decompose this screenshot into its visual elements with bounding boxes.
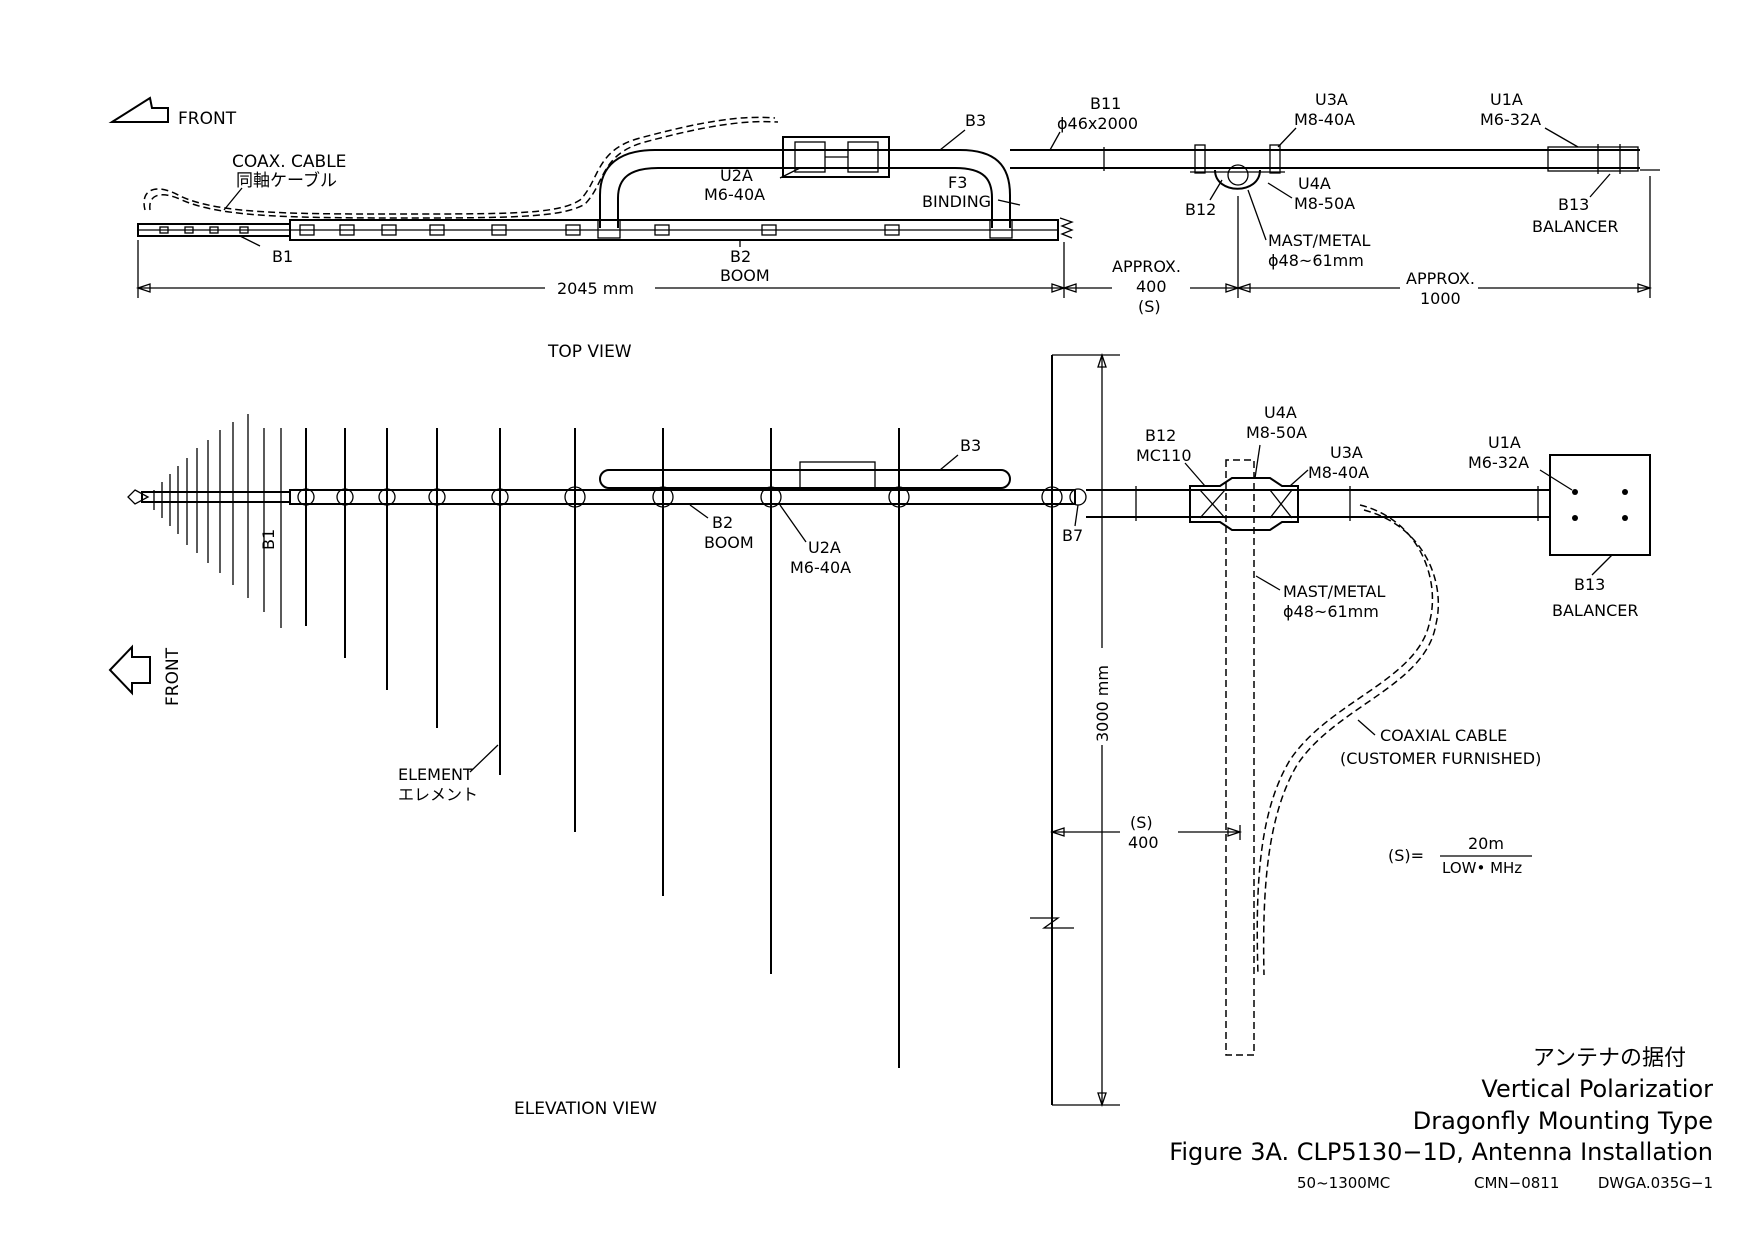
top-mast-spec: ϕ48~61mm bbox=[1268, 251, 1364, 270]
title-freq: 50~1300MC bbox=[1297, 1174, 1390, 1192]
top-binding-label: BINDING bbox=[922, 192, 991, 211]
top-mast-label: MAST/METAL bbox=[1268, 231, 1370, 250]
elev-element-jp-label: エレメント bbox=[398, 785, 478, 804]
title-line-1: Vertical Polarizatior bbox=[1481, 1075, 1713, 1103]
elev-u4a-spec: M8-50A bbox=[1246, 423, 1307, 442]
elev-u1a-label: U1A bbox=[1488, 433, 1521, 452]
top-b1-label: B1 bbox=[272, 247, 293, 266]
elev-balancer-box bbox=[1549, 454, 1651, 556]
top-b13-label: B13 bbox=[1558, 195, 1589, 214]
title-dwg-no: DWGA.035G−1 bbox=[1598, 1174, 1713, 1192]
log-periodic-elements-small bbox=[153, 414, 282, 628]
elev-front-label: FRONT bbox=[163, 647, 183, 706]
top-u1a-spec: M6-32A bbox=[1480, 110, 1541, 129]
top-u2a-label: U2A bbox=[720, 166, 753, 185]
top-dim-1000: 1000 bbox=[1420, 289, 1461, 308]
elev-b3-support bbox=[599, 469, 1011, 489]
formula-denominator: LOW• MHz bbox=[1442, 859, 1522, 877]
top-view: FRONT COAX. CABLE 同軸ケーブル bbox=[108, 90, 1660, 362]
top-b11-label: B11 bbox=[1090, 94, 1121, 113]
front-arrow-icon bbox=[108, 96, 169, 123]
elev-u2a-spec: M6-40A bbox=[790, 558, 851, 577]
top-b12-label: B12 bbox=[1185, 200, 1216, 219]
top-u3a-label: U3A bbox=[1315, 90, 1348, 109]
title-doc-no: CMN−0811 bbox=[1474, 1174, 1559, 1192]
top-balancer-label: BALANCER bbox=[1532, 217, 1619, 236]
top-view-label: TOP VIEW bbox=[547, 342, 632, 362]
elev-mast-label: MAST/METAL bbox=[1283, 582, 1385, 601]
elev-b3-label: B3 bbox=[960, 436, 981, 455]
elev-boom-b1 bbox=[141, 491, 291, 503]
top-f3-label: F3 bbox=[948, 173, 967, 192]
top-u2a-clamp bbox=[782, 136, 890, 178]
elev-boom-b2 bbox=[289, 489, 1076, 505]
log-periodic-elements-long bbox=[305, 355, 1053, 1105]
elev-dim-s: (S) bbox=[1130, 813, 1153, 832]
title-line-2: Dragonfly Mounting Type bbox=[1413, 1107, 1713, 1135]
top-front-label: FRONT bbox=[178, 109, 237, 129]
elev-b12-label: B12 bbox=[1145, 426, 1176, 445]
top-b3-arch bbox=[599, 149, 1011, 228]
elev-mc110-label: MC110 bbox=[1136, 446, 1192, 465]
top-b3-label: B3 bbox=[965, 111, 986, 130]
top-u1a-label: U1A bbox=[1490, 90, 1523, 109]
elev-mast-clamp bbox=[1189, 477, 1299, 531]
title-line-3: Figure 3A. CLP5130−1D, Antenna Installat… bbox=[1169, 1138, 1713, 1166]
elev-b7-label: B7 bbox=[1062, 526, 1083, 545]
elev-b13-label: B13 bbox=[1574, 575, 1605, 594]
elev-front-arrow-icon bbox=[108, 644, 151, 696]
title-block: アンテナの据付 Vertical Polarizatior Dragonfly … bbox=[1169, 1046, 1713, 1192]
elev-element-label: ELEMENT bbox=[398, 765, 473, 784]
elev-mast-spec: ϕ48~61mm bbox=[1283, 602, 1379, 621]
coax-cable-jp-label: 同軸ケーブル bbox=[236, 170, 337, 191]
elev-dim-400: 400 bbox=[1128, 833, 1159, 852]
formula-numerator: 20m bbox=[1468, 834, 1504, 853]
top-dim-approx-400: APPROX. bbox=[1112, 257, 1181, 276]
elev-dim-3000: 3000 mm bbox=[1093, 665, 1112, 742]
top-dim-approx-1000: APPROX. bbox=[1406, 269, 1475, 288]
elev-b1-label: B1 bbox=[259, 529, 278, 550]
elev-u2a-label: U2A bbox=[808, 538, 841, 557]
elev-u3a-spec: M8-40A bbox=[1308, 463, 1369, 482]
top-u4a-label: U4A bbox=[1298, 174, 1331, 193]
coax-cable-label: COAX. CABLE bbox=[232, 152, 346, 172]
top-boom-label: BOOM bbox=[720, 266, 770, 285]
elev-balancer-label: BALANCER bbox=[1552, 601, 1639, 620]
top-b2-label: B2 bbox=[730, 247, 751, 266]
elev-customer-furnished-label: (CUSTOMER FURNISHED) bbox=[1340, 749, 1541, 768]
top-dim-400: 400 bbox=[1136, 277, 1167, 296]
elev-boom-label: BOOM bbox=[704, 533, 754, 552]
top-u3a-spec: M8-40A bbox=[1294, 110, 1355, 129]
elev-u3a-label: U3A bbox=[1330, 443, 1363, 462]
top-dim-s: (S) bbox=[1138, 297, 1161, 316]
elevation-view-label: ELEVATION VIEW bbox=[514, 1099, 657, 1119]
elev-b2-label: B2 bbox=[712, 513, 733, 532]
elevation-view: FRONT bbox=[108, 352, 1651, 1119]
elev-coaxial-cable bbox=[1256, 504, 1434, 976]
top-u2a-spec: M6-40A bbox=[704, 185, 765, 204]
formula-lhs: (S)= bbox=[1388, 846, 1424, 865]
coax-cable-line bbox=[143, 116, 776, 215]
top-b11-spec: ϕ46x2000 bbox=[1057, 114, 1138, 133]
top-u4a-spec: M8-50A bbox=[1294, 194, 1355, 213]
title-jp: アンテナの据付 bbox=[1533, 1046, 1686, 1071]
elev-coaxial-cable-label: COAXIAL CABLE bbox=[1380, 726, 1507, 745]
top-mast-clamp bbox=[1190, 144, 1285, 190]
top-dim-boom: 2045 mm bbox=[557, 279, 634, 298]
elev-u4a-label: U4A bbox=[1264, 403, 1297, 422]
elev-mast-dashed bbox=[1225, 459, 1255, 1056]
elev-u1a-spec: M6-32A bbox=[1468, 453, 1529, 472]
